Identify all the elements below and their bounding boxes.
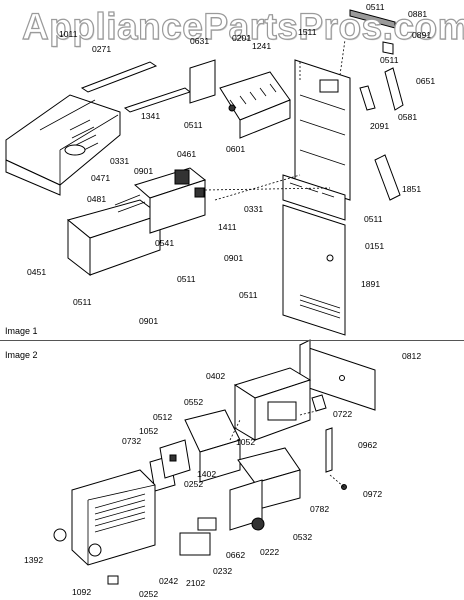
part-number[interactable]: 0541 [155,238,175,248]
lever-0962-drawing [325,427,333,473]
part-number[interactable]: 0812 [402,351,422,361]
part-number[interactable]: 1402 [197,469,217,479]
part-number[interactable]: 0252 [139,589,159,599]
part-number[interactable]: 2102 [186,578,206,588]
part-number[interactable]: 0151 [365,241,385,251]
part-number[interactable]: 0581 [398,112,418,122]
paddle-2102-drawing [179,532,211,556]
button-1392b-drawing [88,543,102,557]
part-number[interactable]: 0511 [184,120,203,130]
housing-0402-drawing [233,367,312,441]
part-number[interactable]: 0901 [134,166,154,176]
back-panel-drawing [294,59,351,201]
part-number[interactable]: 0331 [244,204,264,214]
watermark-logo: AppliancePartsPros.com [21,5,464,47]
ice-maker-drawing [189,59,291,139]
clip-1092-drawing [107,575,119,585]
part-number[interactable]: 0232 [213,566,233,576]
part-number[interactable]: 2091 [370,121,390,131]
part-number[interactable]: 0252 [184,479,204,489]
lever-0232-drawing [197,517,217,531]
rod-0651-drawing [384,67,404,111]
housing-0451-drawing [66,199,162,277]
part-number[interactable]: 0881 [408,9,428,19]
part-number[interactable]: 0512 [153,412,173,422]
paddle-0782-drawing [237,447,301,511]
part-number[interactable]: 0722 [333,409,353,419]
part-number[interactable]: 1411 [218,222,237,232]
ice-bucket-drawing [5,94,121,196]
part-number[interactable]: 0511 [366,2,385,12]
part-number[interactable]: 0511 [239,290,258,300]
part-number[interactable]: 0552 [184,397,204,407]
part-number[interactable]: 0402 [206,371,226,381]
part-number[interactable]: 0601 [226,144,246,154]
rod-0581-drawing [359,85,376,111]
bracket-0812-drawing [299,339,376,411]
part-number[interactable]: 0631 [190,36,210,46]
part-number[interactable]: 0511 [380,55,399,65]
part-number[interactable]: 0331 [110,156,130,166]
part-number[interactable]: 0962 [358,440,378,450]
part-number[interactable]: 0901 [139,316,159,326]
part-number[interactable]: 1092 [72,587,92,597]
part-number[interactable]: 0511 [73,297,92,307]
part-number[interactable]: 1052 [236,437,256,447]
part-number[interactable]: 1511 [298,27,317,37]
part-number[interactable]: 0662 [226,550,246,560]
part-number[interactable]: 0242 [159,576,179,586]
switch-0732-drawing [149,439,191,492]
part-number[interactable]: 0901 [224,253,244,263]
part-number[interactable]: 1341 [141,111,161,121]
part-number[interactable]: 0201 [232,33,252,43]
image-1-label: Image 1 [5,326,38,336]
part-number[interactable]: 0732 [122,436,142,446]
chute-drawing [184,409,241,483]
part-number[interactable]: 0532 [293,532,313,542]
rail-0271-drawing [80,61,158,93]
module-0532-drawing [229,479,265,531]
part-number[interactable]: 0451 [27,267,47,277]
part-number[interactable]: 0461 [177,149,197,159]
part-number[interactable]: 0891 [412,30,432,40]
front-panel-0242-drawing [71,469,156,566]
panel-1891-drawing [282,204,346,336]
louver-cover-drawing [282,174,346,221]
part-number[interactable]: 1851 [402,184,422,194]
button-1392-drawing [53,528,67,542]
top-bracket-drawing [349,9,396,29]
image-2-label: Image 2 [5,350,38,360]
screw-0972-drawing [341,484,347,490]
part-number[interactable]: 1052 [139,426,159,436]
part-number[interactable]: 1392 [24,555,44,565]
part-number[interactable]: 0782 [310,504,330,514]
duct-1851-drawing [374,154,401,201]
clip-0891-drawing [382,41,394,55]
bushing-0722-drawing [311,394,327,412]
part-number[interactable]: 1241 [252,41,272,51]
part-number[interactable]: 0511 [364,214,383,224]
part-number[interactable]: 1891 [361,279,381,289]
rail-1341-drawing [123,87,192,113]
part-number[interactable]: 0471 [91,173,111,183]
part-number[interactable]: 0651 [416,76,436,86]
part-number[interactable]: 0972 [363,489,383,499]
image-separator [0,340,464,341]
part-number[interactable]: 1011 [59,29,78,39]
part-number[interactable]: 0481 [87,194,107,204]
part-number[interactable]: 0511 [177,274,196,284]
part-number[interactable]: 0222 [260,547,280,557]
part-number[interactable]: 0271 [92,44,112,54]
control-module-drawing [114,167,207,234]
